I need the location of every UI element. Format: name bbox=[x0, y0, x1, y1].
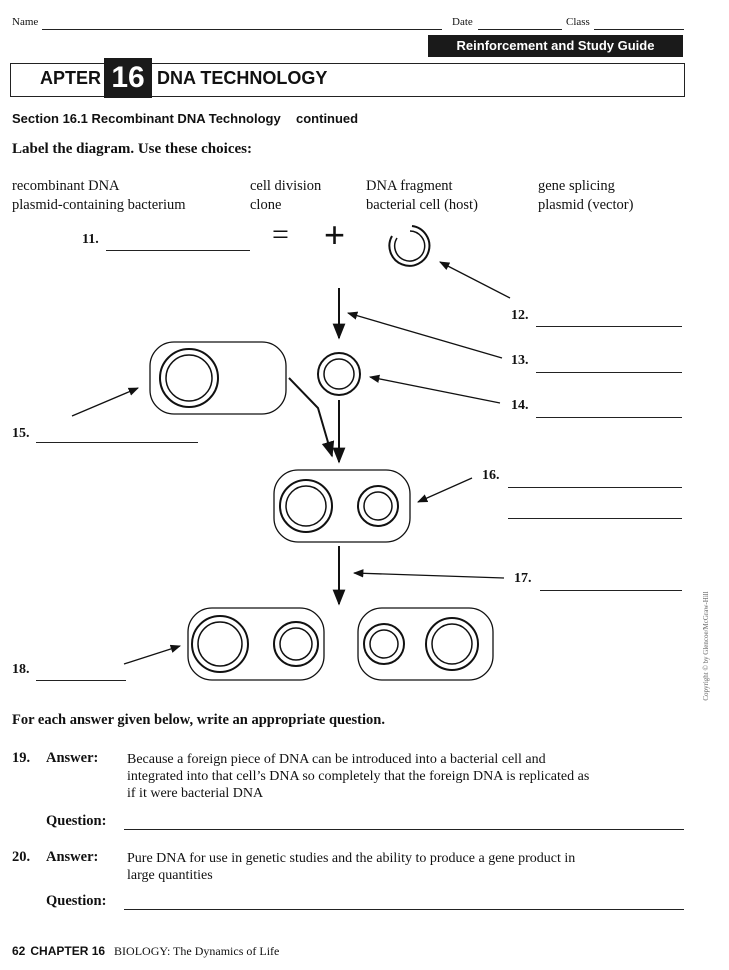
label-13: 13. bbox=[511, 353, 529, 368]
choices-col-1: recombinant DNA plasmid-containing bacte… bbox=[12, 177, 186, 215]
label-16: 16. bbox=[482, 468, 500, 483]
name-label: Name bbox=[12, 16, 39, 28]
pointer-14 bbox=[368, 374, 501, 404]
choices-col-2: cell division clone bbox=[250, 177, 321, 215]
pointer-15 bbox=[71, 387, 139, 417]
pointer-18 bbox=[123, 644, 181, 665]
plus-sign: + bbox=[324, 214, 346, 255]
choice-recombinant-dna: recombinant DNA bbox=[12, 178, 120, 194]
item-19-question-label: Question: bbox=[46, 813, 107, 829]
plasmid-containing-bacterium bbox=[149, 341, 287, 415]
date-label: Date bbox=[452, 16, 473, 28]
choice-clone: clone bbox=[250, 197, 282, 213]
section-continued: continued bbox=[296, 111, 359, 126]
label-15: 15. bbox=[12, 426, 30, 441]
answer-line-14[interactable] bbox=[536, 417, 682, 418]
recombinant-cell bbox=[273, 469, 411, 543]
choice-cell-division: cell division bbox=[250, 178, 322, 194]
item-20-answer-line: large quantities bbox=[127, 868, 213, 883]
item-20-answer-label: Answer: bbox=[46, 849, 99, 865]
answer-line-12[interactable] bbox=[536, 326, 682, 327]
item-19-number: 19. bbox=[12, 750, 31, 766]
item-20-number: 20. bbox=[12, 849, 31, 865]
plasmid-open-circle bbox=[388, 225, 431, 267]
questions-intro: For each answer given below, write an ap… bbox=[12, 712, 385, 728]
item-19-answer-line: if it were bacterial DNA bbox=[127, 786, 264, 801]
item-19-question-line[interactable] bbox=[124, 829, 684, 830]
item-20-question-line[interactable] bbox=[124, 909, 684, 910]
label-11: 11. bbox=[82, 232, 99, 247]
item-19-answer-line: Because a foreign piece of DNA can be in… bbox=[127, 752, 546, 767]
label-18: 18. bbox=[12, 662, 30, 677]
item-20-question-label: Question: bbox=[46, 893, 107, 909]
class-label: Class bbox=[566, 16, 590, 28]
pointer-12 bbox=[439, 261, 511, 299]
section-title: Section 16.1 Recombinant DNA Technology bbox=[12, 111, 281, 126]
answer-line-13[interactable] bbox=[536, 372, 682, 373]
answer-line-16b[interactable] bbox=[508, 518, 682, 519]
chapter-bar bbox=[10, 63, 685, 97]
item-19-answer: Because a foreign piece of DNA can be in… bbox=[127, 751, 697, 802]
choice-plasmid-containing-bacterium: plasmid-containing bacterium bbox=[12, 197, 186, 213]
choice-bacterial-cell: bacterial cell (host) bbox=[366, 197, 478, 213]
instructions: Label the diagram. Use these choices: bbox=[12, 141, 252, 157]
label-14: 14. bbox=[511, 398, 529, 413]
footer-chapter: CHAPTER 16 bbox=[30, 944, 106, 958]
chapter-title: DNA TECHNOLOGY bbox=[157, 68, 328, 88]
item-20-answer-line: Pure DNA for use in genetic studies and … bbox=[127, 851, 576, 866]
item-19-answer-label: Answer: bbox=[46, 750, 99, 766]
guide-banner: Reinforcement and Study Guide bbox=[428, 35, 683, 57]
answer-line-17[interactable] bbox=[540, 590, 682, 591]
pointer-17 bbox=[352, 569, 505, 579]
footer-page: 62 bbox=[12, 944, 26, 958]
answer-line-15[interactable] bbox=[36, 442, 198, 443]
name-field[interactable] bbox=[42, 29, 442, 30]
item-20-answer: Pure DNA for use in genetic studies and … bbox=[127, 850, 697, 884]
answer-line-11[interactable] bbox=[106, 250, 250, 251]
pointer-13 bbox=[347, 311, 503, 359]
chapter-word: APTER bbox=[40, 68, 102, 88]
item-19-answer-line: integrated into that cell’s DNA so compl… bbox=[127, 769, 590, 784]
arrow-bent bbox=[288, 377, 335, 458]
footer-book: BIOLOGY: The Dynamics of Life bbox=[114, 944, 280, 958]
diagram bbox=[71, 225, 511, 681]
class-field[interactable] bbox=[594, 29, 684, 30]
recombinant-plasmid bbox=[317, 352, 361, 396]
equals-sign: = bbox=[272, 218, 289, 251]
choice-dna-fragment: DNA fragment bbox=[366, 178, 453, 194]
choices-col-3: DNA fragment bacterial cell (host) bbox=[366, 177, 478, 215]
footer: 62 CHAPTER 16 BIOLOGY: The Dynamics of L… bbox=[12, 944, 279, 959]
pointer-16 bbox=[417, 477, 473, 503]
choice-gene-splicing: gene splicing bbox=[538, 178, 615, 194]
choices-col-4: gene splicing plasmid (vector) bbox=[538, 177, 633, 215]
copyright: Copyright © by Glencoe/McGraw-Hill bbox=[702, 591, 710, 701]
clone-cell-right bbox=[357, 607, 494, 681]
label-17: 17. bbox=[514, 571, 532, 586]
answer-line-18[interactable] bbox=[36, 680, 126, 681]
answer-line-16a[interactable] bbox=[508, 487, 682, 488]
clone-cell-left bbox=[187, 607, 325, 681]
date-field[interactable] bbox=[478, 29, 562, 30]
choice-plasmid-vector: plasmid (vector) bbox=[538, 197, 634, 213]
label-12: 12. bbox=[511, 308, 529, 323]
chapter-number: 16 bbox=[104, 58, 152, 98]
